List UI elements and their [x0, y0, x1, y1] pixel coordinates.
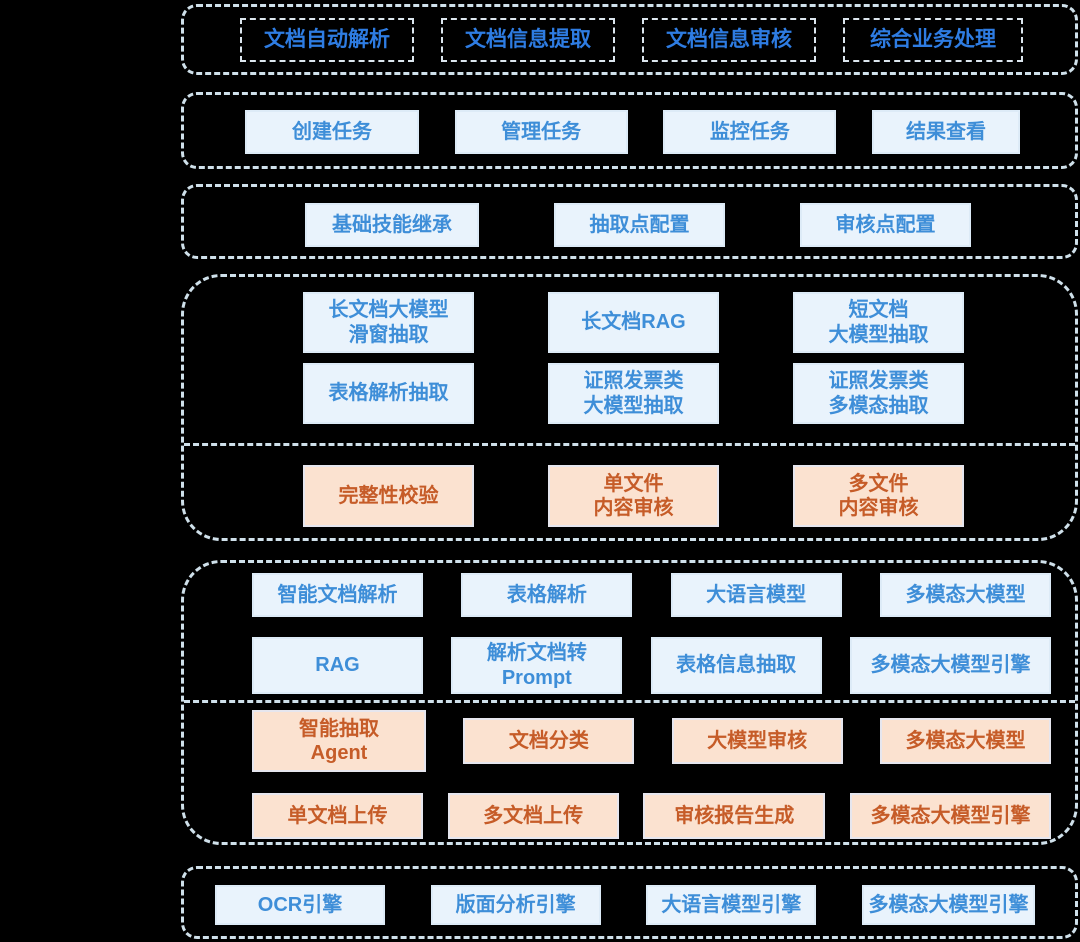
node-manage-task: 管理任务 [454, 110, 628, 154]
node-extract-point-config: 抽取点配置 [554, 203, 725, 247]
node-audit-point-config: 审核点配置 [800, 203, 971, 247]
node-llm: 大语言模型 [670, 573, 842, 617]
layer-extract-audit: 长文档大模型 滑窗抽取 长文档RAG 短文档 大模型抽取 表格解析抽取 证照发票… [181, 274, 1078, 541]
node-rag: RAG [252, 637, 423, 694]
node-parse-doc-to-prompt: 解析文档转 Prompt [451, 637, 623, 694]
node-llm-engine: 大语言模型引擎 [646, 885, 817, 925]
layer-config: 基础技能继承 抽取点配置 审核点配置 [181, 184, 1078, 259]
capability-row-1: 智能文档解析 表格解析 大语言模型 多模态大模型 [184, 573, 1075, 617]
node-license-invoice-multimodal-extract: 证照发票类 多模态抽取 [793, 363, 964, 424]
capability-row-4: 单文档上传 多文档上传 审核报告生成 多模态大模型引擎 [184, 793, 1075, 839]
node-llm-audit: 大模型审核 [671, 718, 843, 764]
node-audit-report-generate: 审核报告生成 [643, 793, 826, 839]
node-longdoc-rag: 长文档RAG [548, 292, 719, 353]
node-shortdoc-llm-extract: 短文档 大模型抽取 [793, 292, 964, 353]
node-smart-doc-parse: 智能文档解析 [252, 573, 423, 617]
scenario-row: 文档自动解析 文档信息提取 文档信息审核 综合业务处理 [184, 18, 1075, 62]
node-multimodal-llm-engine-b: 多模态大模型引擎 [849, 793, 1051, 839]
node-table-parse-extract: 表格解析抽取 [303, 363, 474, 424]
extract-row-2: 表格解析抽取 证照发票类 大模型抽取 证照发票类 多模态抽取 [184, 363, 1075, 424]
node-integrated-business: 综合业务处理 [843, 18, 1023, 62]
node-multimodal-llm-b: 多模态大模型 [879, 718, 1051, 764]
node-layout-analysis-engine: 版面分析引擎 [430, 885, 601, 925]
node-multi-file-content-audit: 多文件 内容审核 [793, 465, 964, 527]
node-integrity-check: 完整性校验 [303, 465, 474, 527]
node-smart-extract-agent: 智能抽取 Agent [252, 710, 426, 772]
layer-capability: 智能文档解析 表格解析 大语言模型 多模态大模型 RAG 解析文档转 Promp… [181, 560, 1078, 845]
node-single-file-content-audit: 单文件 内容审核 [548, 465, 719, 527]
node-table-info-extract: 表格信息抽取 [650, 637, 822, 694]
node-view-results: 结果查看 [871, 110, 1020, 154]
node-license-invoice-llm-extract: 证照发票类 大模型抽取 [548, 363, 719, 424]
layer-task: 创建任务 管理任务 监控任务 结果查看 [181, 92, 1078, 169]
node-monitor-task: 监控任务 [663, 110, 837, 154]
node-skill-inherit: 基础技能继承 [305, 203, 479, 247]
node-single-doc-upload: 单文档上传 [252, 793, 423, 839]
node-doc-info-extract: 文档信息提取 [441, 18, 615, 62]
extract-audit-divider [184, 443, 1075, 446]
engine-row: OCR引擎 版面分析引擎 大语言模型引擎 多模态大模型引擎 [184, 885, 1075, 925]
node-doc-info-audit: 文档信息审核 [642, 18, 816, 62]
node-longdoc-llm-sliding-extract: 长文档大模型 滑窗抽取 [303, 292, 474, 353]
capability-divider [184, 700, 1075, 703]
task-row: 创建任务 管理任务 监控任务 结果查看 [184, 110, 1075, 154]
capability-row-3: 智能抽取 Agent 文档分类 大模型审核 多模态大模型 [184, 710, 1075, 772]
node-doc-auto-parse: 文档自动解析 [240, 18, 414, 62]
extract-row-1: 长文档大模型 滑窗抽取 长文档RAG 短文档 大模型抽取 [184, 292, 1075, 353]
node-table-parse: 表格解析 [461, 573, 633, 617]
layer-scenario: 文档自动解析 文档信息提取 文档信息审核 综合业务处理 [181, 4, 1078, 75]
layer-base-engine: OCR引擎 版面分析引擎 大语言模型引擎 多模态大模型引擎 [181, 866, 1078, 939]
node-create-task: 创建任务 [245, 110, 419, 154]
node-ocr-engine: OCR引擎 [215, 885, 385, 925]
capability-row-2: RAG 解析文档转 Prompt 表格信息抽取 多模态大模型引擎 [184, 637, 1075, 694]
node-multimodal-llm-engine: 多模态大模型引擎 [849, 637, 1051, 694]
audit-row: 完整性校验 单文件 内容审核 多文件 内容审核 [184, 465, 1075, 527]
node-doc-classification: 文档分类 [463, 718, 635, 764]
node-multi-doc-upload: 多文档上传 [447, 793, 619, 839]
node-multimodal-llm: 多模态大模型 [879, 573, 1051, 617]
node-multimodal-llm-engine-base: 多模态大模型引擎 [861, 885, 1035, 925]
config-row: 基础技能继承 抽取点配置 审核点配置 [184, 203, 1075, 247]
